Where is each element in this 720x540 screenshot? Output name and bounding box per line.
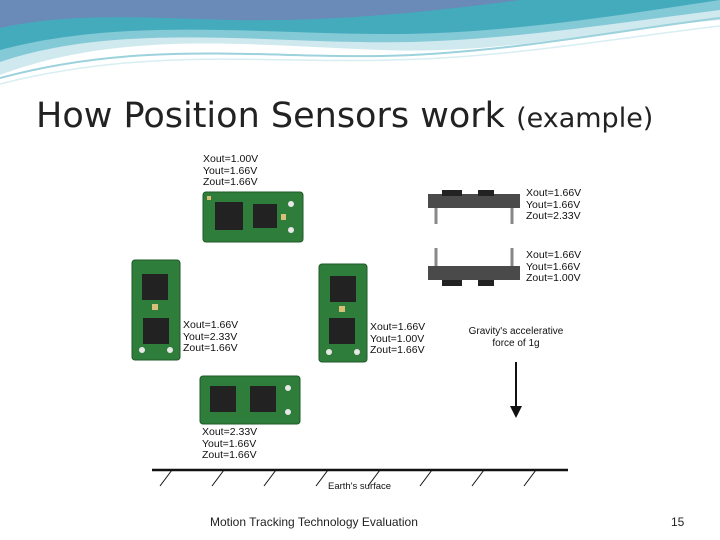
readout-z: Zout=1.66V: [203, 176, 258, 188]
readout-x: Xout=1.66V: [183, 319, 239, 331]
readout-x: Xout=2.33V: [202, 426, 258, 438]
readout-y: Yout=2.33V: [183, 330, 238, 343]
readout-z: Zout=1.66V: [183, 342, 238, 354]
readout-x: Xout=1.66V: [370, 321, 426, 333]
readout-board-1: Xout=1.00V Yout=1.66V Zout=1.66V: [203, 153, 259, 189]
readout-board-side-1: Xout=1.66V Yout=1.66V Zout=2.33V: [526, 187, 582, 223]
gravity-label: Gravity's accelerative force of 1g: [446, 326, 586, 350]
readout-board-2: Xout=1.66V Yout=2.33V Zout=1.66V: [183, 319, 239, 355]
readout-y: Yout=1.66V: [202, 437, 257, 450]
readout-y: Yout=1.66V: [203, 164, 258, 177]
readout-y: Yout=1.00V: [370, 332, 425, 345]
sensor-board-side-2: [428, 248, 520, 286]
slide-title-suffix: (example): [516, 103, 654, 134]
sensor-diagram: [131, 190, 568, 487]
page-number: 15: [671, 515, 685, 529]
readout-y: Yout=1.66V: [526, 198, 581, 211]
readout-z: Zout=1.00V: [526, 272, 581, 284]
slide-title-main: How Position Sensors work: [36, 96, 505, 136]
readout-x: Xout=1.66V: [526, 187, 582, 199]
sensor-board-2: [131, 259, 181, 361]
readout-z: Zout=1.66V: [202, 449, 257, 461]
accelerometer-figure: Xout=1.00V Yout=1.66V Zout=1.66V Xout=1.…: [128, 150, 592, 500]
readout-board-4: Xout=2.33V Yout=1.66V Zout=1.66V: [202, 426, 258, 462]
gravity-arrow-icon: [510, 362, 522, 418]
readout-board-side-2: Xout=1.66V Yout=1.66V Zout=1.00V: [526, 249, 582, 285]
sensor-board-1: [202, 191, 304, 243]
readout-board-3: Xout=1.66V Yout=1.00V Zout=1.66V: [370, 321, 426, 357]
sensor-board-side-1: [428, 190, 520, 224]
earth-surface-label: Earth's surface: [328, 481, 392, 492]
sensor-board-4: [199, 375, 301, 425]
sensor-board-3: [318, 263, 368, 363]
footer-text: Motion Tracking Technology Evaluation: [210, 515, 418, 529]
slide-title: How Position Sensors work (example): [36, 96, 696, 136]
header-wave-decoration: [0, 0, 720, 85]
readout-z: Zout=1.66V: [370, 344, 425, 356]
readout-z: Zout=2.33V: [526, 210, 581, 222]
gravity-label-line-1: Gravity's accelerative: [468, 326, 564, 337]
gravity-label-line-2: force of 1g: [492, 338, 540, 349]
readout-x: Xout=1.66V: [526, 249, 582, 261]
readout-y: Yout=1.66V: [526, 260, 581, 273]
earth-surface-line: [152, 468, 568, 487]
readout-x: Xout=1.00V: [203, 153, 259, 165]
